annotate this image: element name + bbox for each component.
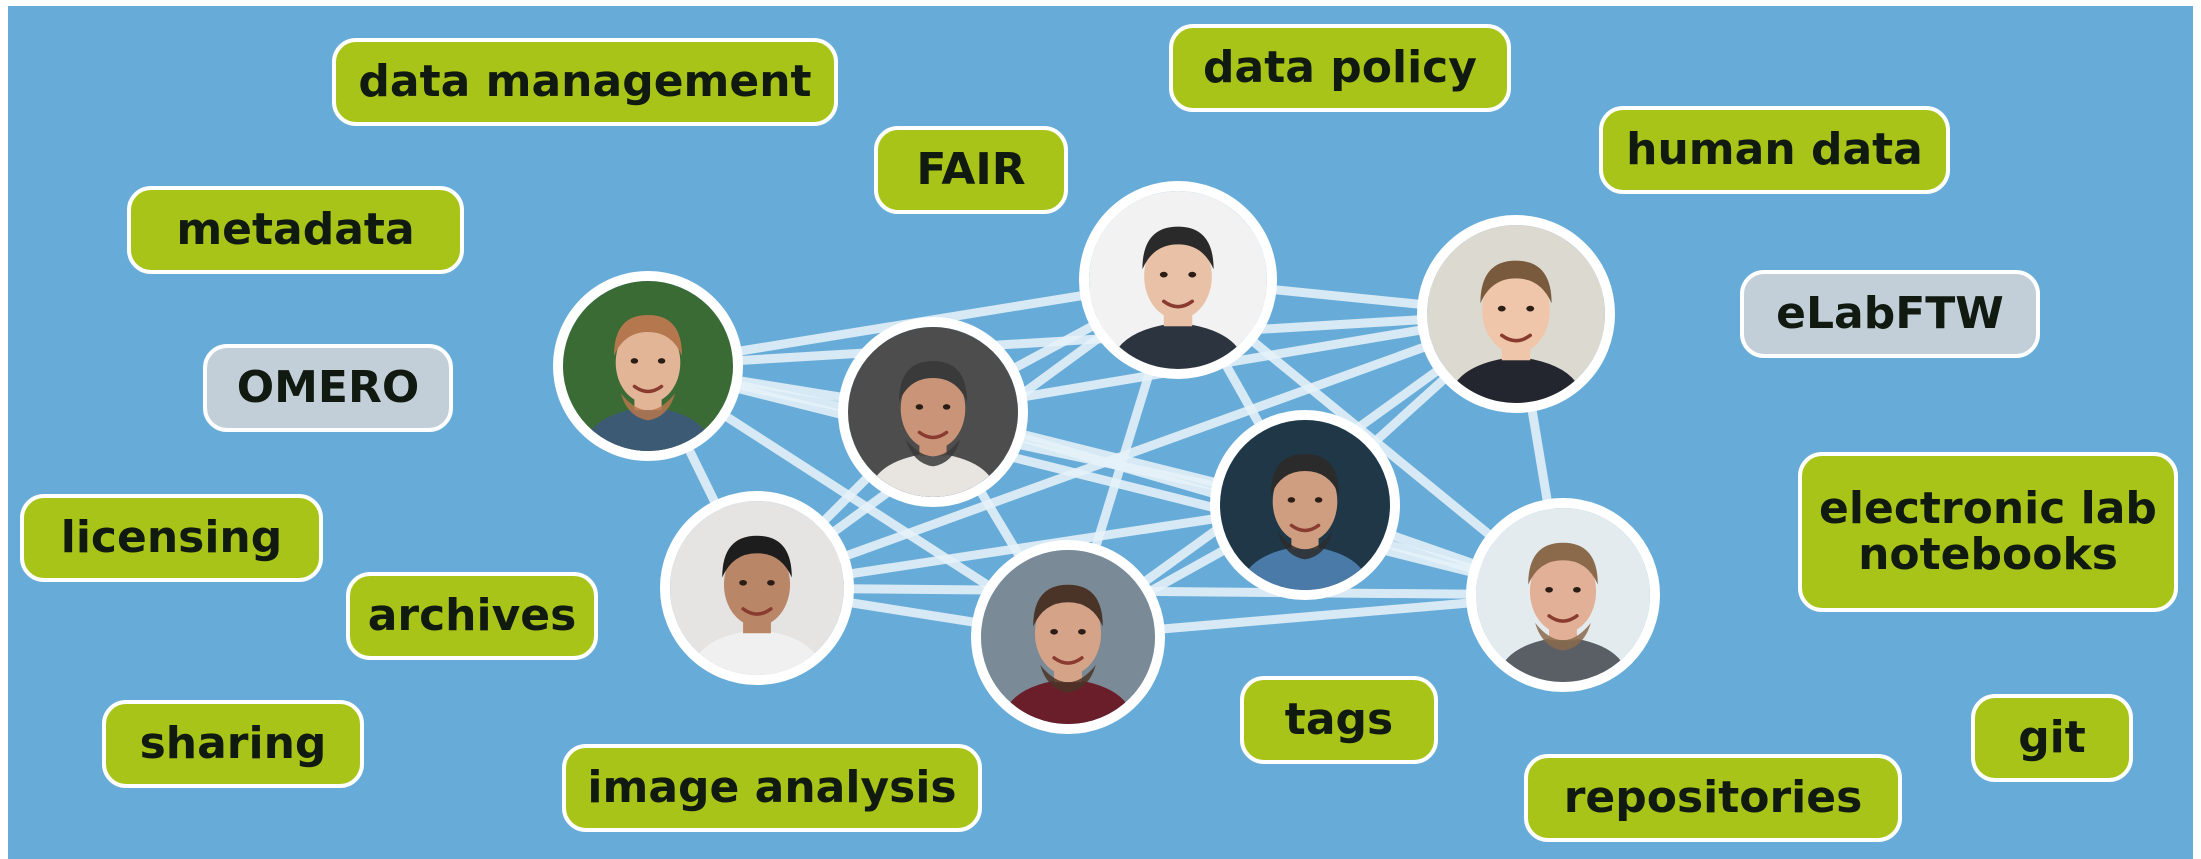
- tag-git: git: [1971, 694, 2133, 782]
- person-avatar-7: [971, 540, 1165, 734]
- network-line-7: [643, 361, 1568, 600]
- network-line-27: [752, 583, 1568, 600]
- tag-elabftw: eLabFTW: [1740, 270, 2040, 358]
- tag-image-analysis: image analysis: [562, 744, 982, 832]
- network-line-16: [752, 309, 1521, 593]
- person-avatar-6: [660, 491, 854, 685]
- person-avatar-8: [1466, 498, 1660, 692]
- tag-tags: tags: [1240, 676, 1438, 764]
- tag-sharing: sharing: [102, 700, 364, 788]
- person-avatar-4: [838, 317, 1028, 507]
- person-avatar-2: [1079, 181, 1277, 379]
- tag-data-management: data management: [332, 38, 838, 126]
- tag-archives: archives: [346, 572, 598, 660]
- tag-fair: FAIR: [874, 126, 1068, 214]
- tag-electronic-lab-notebooks: electronic lab notebooks: [1798, 452, 2178, 612]
- tag-repositories: repositories: [1524, 754, 1902, 842]
- tag-data-policy: data policy: [1169, 24, 1511, 112]
- banner: data management data policy FAIR human d…: [8, 6, 2193, 859]
- person-avatar-1: [553, 271, 743, 461]
- person-avatar-5: [1210, 410, 1400, 600]
- tag-omero: OMERO: [203, 344, 453, 432]
- network-line-2: [643, 309, 1521, 371]
- person-avatar-3: [1417, 215, 1615, 413]
- tag-licensing: licensing: [20, 494, 323, 582]
- tag-human-data: human data: [1599, 106, 1950, 194]
- tag-metadata: metadata: [127, 186, 464, 274]
